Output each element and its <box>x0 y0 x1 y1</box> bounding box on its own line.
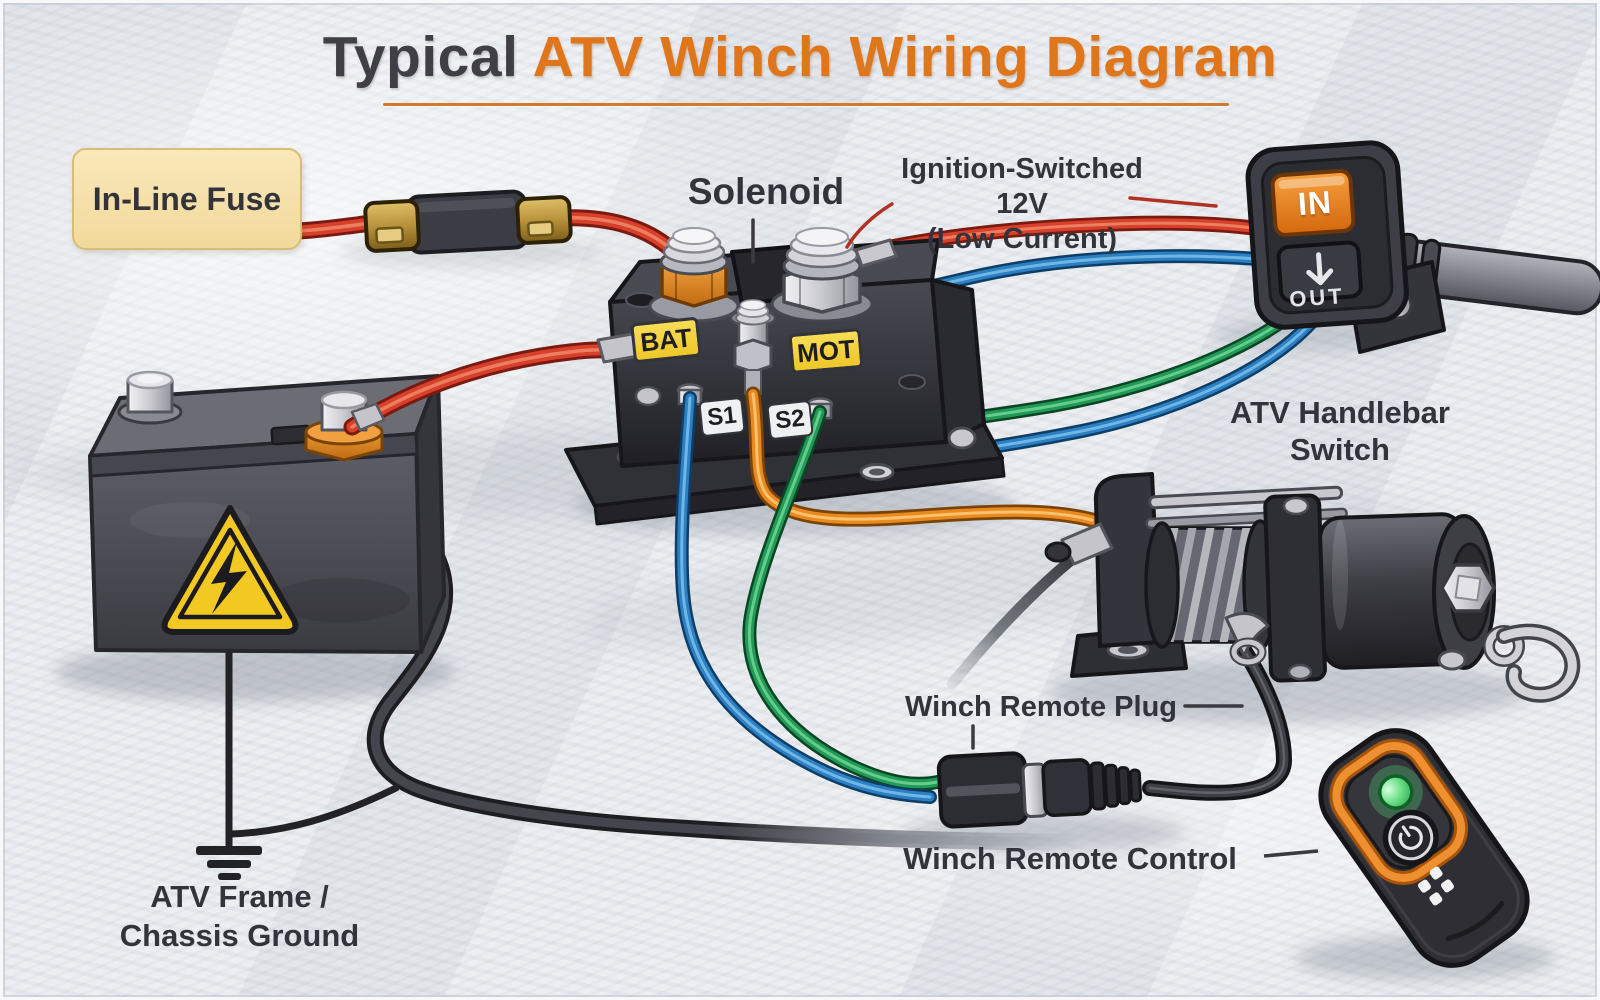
chassis-ground-line2: Chassis Ground <box>119 917 360 953</box>
remote-control-leader-line <box>1263 849 1319 858</box>
switch-in-label: IN <box>1296 183 1334 223</box>
winch-hook <box>1483 623 1581 703</box>
power-button <box>1382 809 1439 866</box>
solenoid-mot-tag: MOT <box>788 327 864 375</box>
title-prefix: Typical <box>322 25 519 89</box>
inline-fuse-illustration <box>363 189 573 255</box>
winch-remote-plug-illustration <box>936 751 1143 829</box>
solenoid-bat-post <box>648 227 740 323</box>
solenoid-bat-tag: BAT <box>630 316 702 364</box>
title-underline <box>383 103 1229 106</box>
solenoid-s2-tag: S2 <box>766 399 814 441</box>
switch-out-label: OUT <box>1288 283 1346 312</box>
solenoid-s1-tag: S1 <box>698 396 746 438</box>
battery-positive-wire <box>352 350 642 430</box>
chassis-ground-label: ATV Frame / Chassis Ground <box>112 878 367 956</box>
winch-remote-control-label: Winch Remote Control <box>903 841 1237 876</box>
remote-grid-icon <box>1417 866 1454 906</box>
winch-ground-strap <box>946 544 1090 690</box>
winch-remote-plug-label: Winch Remote Plug <box>904 691 1178 723</box>
ground-wire <box>225 640 400 850</box>
winch-in-button <box>1270 169 1356 237</box>
solenoid-mot-post <box>770 227 898 323</box>
ignition-leader-lines <box>845 196 1218 249</box>
leader-lines <box>751 218 1244 750</box>
led-indicator <box>1368 765 1423 820</box>
battery-negative-terminal <box>117 370 183 425</box>
ignition-label-line2: (Low Current) <box>926 222 1118 255</box>
page-title: Typical ATV Winch Wiring Diagram <box>0 24 1600 90</box>
ground-symbol-icon <box>196 846 262 880</box>
arrow-down-icon <box>1306 252 1334 286</box>
title-main: ATV Winch Wiring Diagram <box>518 25 1278 89</box>
winch-remote-control-illustration <box>1318 728 1530 968</box>
solenoid-label: Solenoid <box>687 171 845 212</box>
high-voltage-warning-icon <box>161 505 299 635</box>
solenoid-illustration <box>564 227 1006 526</box>
ignition-label: Ignition-Switched 12V (Low Current) <box>872 152 1172 256</box>
battery-illustration <box>88 370 446 654</box>
power-icon <box>1398 825 1423 850</box>
inline-fuse-label: In-Line Fuse <box>72 148 302 250</box>
inline-fuse-label-text: In-Line Fuse <box>92 180 282 217</box>
solenoid-center-post <box>729 299 777 395</box>
battery-positive-terminal <box>304 390 384 462</box>
chassis-ground-line1: ATV Frame / <box>150 879 329 914</box>
winch-illustration <box>1044 472 1581 703</box>
ignition-label-line1: Ignition-Switched 12V <box>901 153 1143 220</box>
handlebar-switch-label: ATV Handlebar Switch <box>1230 395 1450 468</box>
handlebar-switch-illustration <box>1245 140 1600 354</box>
